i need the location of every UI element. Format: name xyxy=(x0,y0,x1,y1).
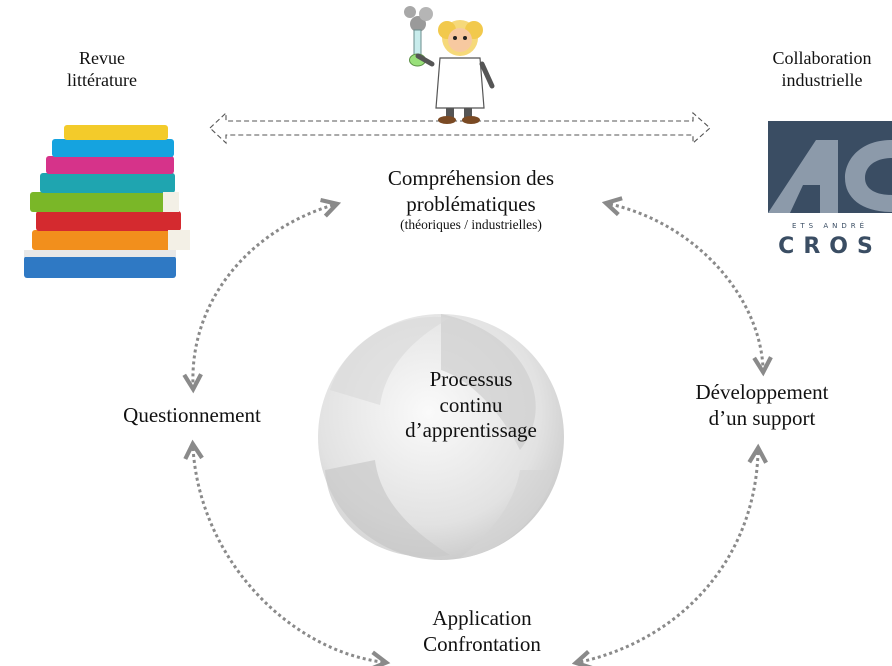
node-application: Application Confrontation xyxy=(382,606,582,657)
industrial-collaboration-label: Collaboration industrielle xyxy=(752,48,892,92)
industrial-collaboration-line2: industrielle xyxy=(781,69,863,90)
node-development-line1: Développement xyxy=(695,380,829,404)
center-line2: continu xyxy=(439,392,503,417)
top-double-arrow xyxy=(209,111,711,145)
cros-logo xyxy=(768,121,892,213)
node-comprehension-line1: Compréhension des xyxy=(387,166,555,190)
node-development: Développement d’un support xyxy=(662,380,862,431)
literature-review-line2: littérature xyxy=(67,69,137,90)
node-application-line1: Application xyxy=(432,606,532,630)
arrow-top-left xyxy=(193,205,333,385)
scientist-icon xyxy=(404,6,495,124)
literature-review-line1: Revue xyxy=(79,48,125,68)
center-line1: Processus xyxy=(429,367,513,391)
industrial-collaboration-line1: Collaboration xyxy=(772,48,872,68)
node-comprehension-sub: (théoriques / industrielles) xyxy=(400,217,542,233)
arrow-top-right xyxy=(610,204,763,368)
logo-brand-text: CROS xyxy=(778,234,882,259)
arrow-left-bottom xyxy=(193,448,382,662)
center-process-label: Processus continu d’apprentissage xyxy=(371,367,571,444)
node-development-line2: d’un support xyxy=(708,405,816,430)
literature-review-label: Revue littérature xyxy=(52,48,152,92)
node-comprehension: Compréhension des problématiques (théori… xyxy=(326,166,616,234)
node-comprehension-line2: problématiques xyxy=(406,191,536,216)
stacked-books-icon xyxy=(24,125,190,278)
center-line3: d’apprentissage xyxy=(405,418,537,443)
arrow-right-bottom xyxy=(580,452,758,662)
node-application-line2: Confrontation xyxy=(423,631,541,656)
node-questioning: Questionnement xyxy=(123,403,261,427)
logo-small-text: ETS ANDRÉ xyxy=(791,222,869,230)
